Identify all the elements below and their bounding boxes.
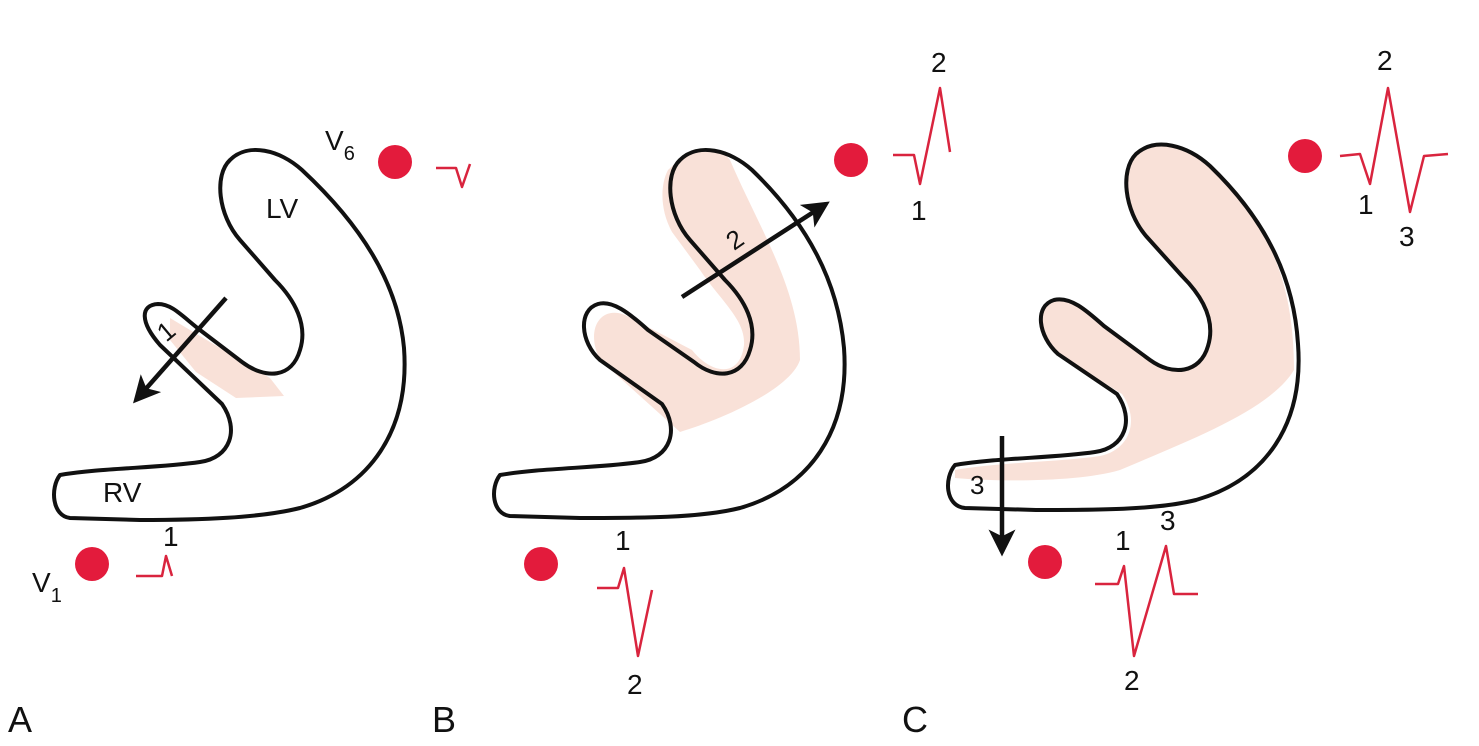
panel-c-depolarized-region	[955, 144, 1294, 481]
panel-c-v6-wave-label-2: 2	[1377, 45, 1393, 76]
panel-c-v6-trace	[1339, 86, 1449, 214]
panel-b-letter: B	[432, 699, 456, 740]
panel-c-v1-wave-label-1: 1	[1115, 525, 1131, 556]
panel-a-letter: A	[8, 699, 32, 740]
panel-b-v1-wave-label-1: 1	[615, 525, 631, 556]
panel-c-v6-electrode	[1288, 139, 1322, 173]
panel-a-vector-1-arrow	[133, 296, 228, 404]
panel-b: 2 1 2 1 2 B	[432, 47, 952, 740]
panel-b-heart-outline	[492, 147, 847, 520]
panel-c: 3 1 2 3 1 2 3 C	[902, 45, 1449, 740]
panel-c-heart-outline	[946, 142, 1301, 512]
panel-b-v1-wave-label-2: 2	[627, 669, 643, 700]
panel-c-v1-trace	[1095, 544, 1198, 658]
panel-a-heart-outline	[52, 147, 407, 522]
panel-a-v1-label: V1	[32, 567, 62, 607]
panel-a-v1-electrode	[75, 547, 109, 581]
panel-c-v1-wave-label-3: 3	[1160, 505, 1176, 536]
panel-a-v6-electrode	[378, 145, 412, 179]
panel-c-vector-label: 3	[970, 470, 984, 500]
panel-a-rv-label: RV	[103, 477, 142, 508]
panel-a: 1 LV RV V6 V1 1 A	[8, 125, 472, 740]
panel-c-v1-wave-label-2: 2	[1124, 665, 1140, 696]
panel-a-lv-label: LV	[266, 193, 298, 224]
panel-c-v6-wave-label-1: 1	[1358, 189, 1374, 220]
panel-c-v6-wave-label-3: 3	[1399, 221, 1415, 252]
panel-c-letter: C	[902, 699, 928, 740]
panel-a-depolarized-region	[170, 318, 284, 398]
panel-b-v6-wave-label-2: 2	[931, 47, 947, 78]
panel-a-v6-trace	[436, 163, 472, 189]
panel-b-v6-electrode	[834, 143, 868, 177]
panel-b-v6-trace	[893, 86, 952, 186]
panel-b-vector-2-arrow	[680, 201, 830, 299]
panel-b-depolarized-region	[594, 150, 800, 432]
panel-b-v6-wave-label-1: 1	[911, 195, 927, 226]
panel-b-v1-electrode	[524, 547, 558, 581]
panel-b-v1-trace	[597, 566, 654, 658]
panel-a-v1-wave-label-1: 1	[163, 521, 179, 552]
panel-a-v6-label: V6	[325, 125, 355, 165]
panel-a-v1-trace	[136, 554, 174, 578]
panel-c-v1-electrode	[1028, 545, 1062, 579]
